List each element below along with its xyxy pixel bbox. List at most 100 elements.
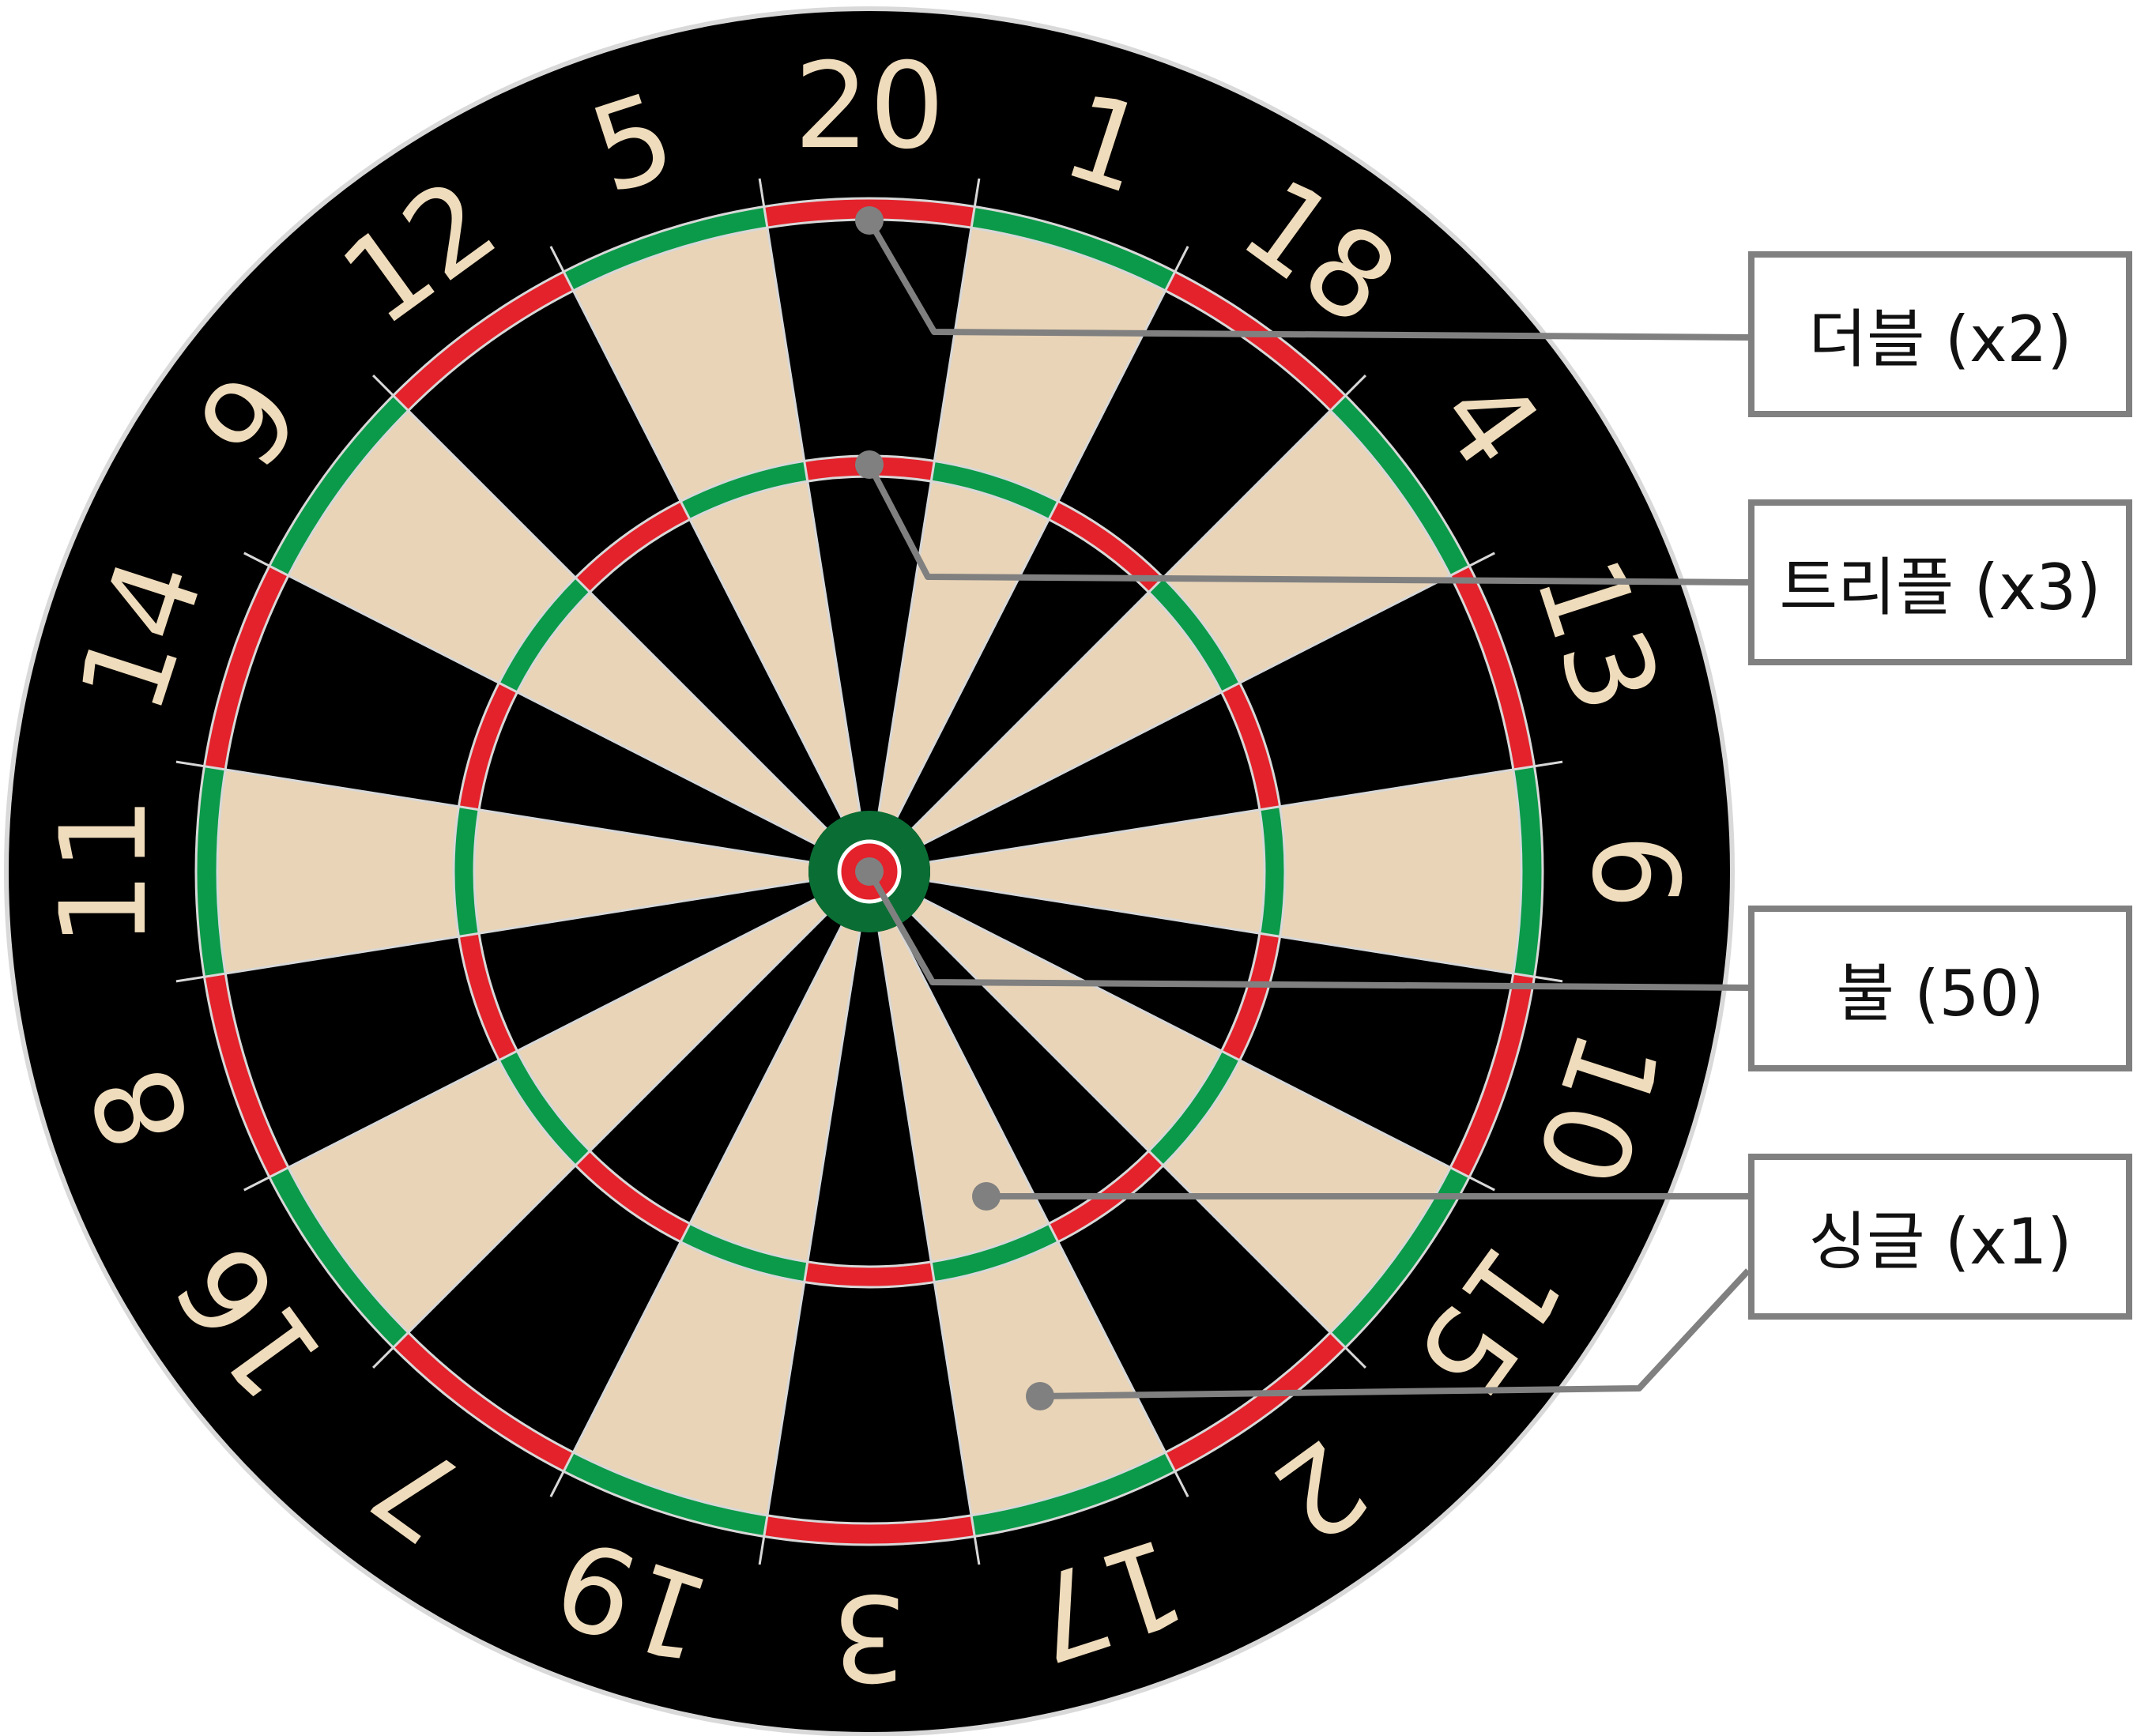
single-inner-5: [690, 481, 860, 818]
double-16: [269, 1167, 409, 1348]
number-6: 6: [1566, 834, 1703, 909]
bull-label: 불 (50): [1836, 957, 2045, 1030]
single-inner-3: [807, 932, 932, 1267]
double-9: [269, 395, 409, 576]
wire-8: [911, 913, 1366, 1369]
segment-wires: [175, 178, 1563, 1565]
single-inner-12: [590, 519, 842, 829]
single-inner-17: [879, 925, 1049, 1262]
double-8: [204, 973, 288, 1177]
single-inner-13: [923, 692, 1260, 862]
single-outer-2: [1057, 1165, 1331, 1453]
single-inner-16: [517, 898, 827, 1151]
triple-16: [499, 1051, 590, 1165]
single-inner-9: [517, 592, 827, 845]
single-outer-18: [1057, 290, 1331, 578]
single-outer-1: [934, 228, 1166, 502]
wire-16: [175, 760, 810, 864]
triple-1: [931, 461, 1058, 520]
single-outer-10: [1239, 936, 1513, 1168]
triple-12: [575, 501, 690, 593]
single-inner-6: [929, 809, 1264, 934]
triple-label-box: 트리플 (x3): [1748, 499, 2132, 665]
single-outer-12: [408, 290, 681, 578]
triple-13: [1221, 683, 1280, 810]
single-outer-20: [767, 220, 972, 461]
wire-17: [243, 552, 816, 845]
double-11: [196, 766, 226, 977]
wire-9: [895, 924, 1189, 1497]
single-inner-10: [923, 881, 1260, 1051]
triple-8: [458, 933, 518, 1060]
single-inner-18: [896, 519, 1149, 829]
single-outer-19: [573, 1241, 805, 1516]
double-2: [1165, 1332, 1346, 1472]
leader-lines: [866, 218, 1751, 1399]
triple-4: [1148, 578, 1240, 692]
single-inner-14: [479, 692, 816, 862]
triple-14: [458, 683, 518, 810]
double-6: [1513, 766, 1543, 977]
bull-dot: [855, 857, 884, 886]
double-1: [971, 206, 1175, 291]
wire-14: [243, 898, 816, 1192]
wire-11: [758, 931, 861, 1565]
single-outer-8: [225, 936, 499, 1168]
wire-7: [922, 898, 1495, 1192]
double-4: [1330, 395, 1470, 576]
wire-15: [175, 879, 810, 983]
triple-10: [1221, 933, 1280, 1060]
wire-3: [911, 375, 1366, 830]
triple-3: [804, 1261, 935, 1287]
triple-9: [499, 578, 590, 692]
double-12: [393, 271, 574, 411]
double-5: [563, 206, 767, 291]
single-inner-11: [474, 809, 809, 934]
wire-2: [895, 246, 1189, 819]
number-3: 3: [831, 1568, 906, 1705]
single-outer-13: [1239, 575, 1513, 807]
single-inner-8: [479, 881, 816, 1051]
single-outer-14: [225, 575, 499, 807]
wire-4: [922, 552, 1495, 845]
bull-leader-line: [866, 870, 1749, 991]
single-outer-6: [1280, 769, 1521, 974]
triple-7: [575, 1150, 690, 1242]
single-outer-7: [408, 1165, 681, 1453]
single-inner-20: [807, 476, 932, 812]
triple-18: [1049, 501, 1163, 593]
double-leader-line: [866, 218, 1749, 341]
single-dot-outer: [1026, 1382, 1054, 1410]
bull-label-box: 불 (50): [1748, 906, 2132, 1071]
triple-19: [680, 1223, 808, 1282]
single-outer-11: [217, 769, 459, 974]
number-20: 20: [794, 38, 945, 175]
single-label: 싱글 (x1): [1808, 1205, 2072, 1278]
triple-leader-line: [866, 463, 1749, 586]
double-dot: [855, 206, 884, 235]
wire-19: [549, 246, 843, 819]
wire-0: [758, 178, 861, 812]
triple-11: [454, 806, 480, 937]
ring-wire-3: [194, 197, 1544, 1546]
wire-13: [372, 913, 827, 1369]
double-19: [563, 1452, 767, 1537]
wire-1: [877, 178, 981, 812]
number-11: 11: [36, 796, 173, 947]
double-13: [1450, 566, 1535, 770]
double-14: [204, 566, 288, 770]
single-dot-inner: [972, 1182, 1001, 1211]
single-outer-16: [288, 1060, 576, 1333]
single-inner-4: [912, 592, 1222, 845]
triple-15: [1148, 1051, 1240, 1165]
single-inner-2: [896, 914, 1149, 1224]
single-outer-4: [1163, 410, 1451, 683]
double-10: [1450, 973, 1535, 1177]
double-17: [971, 1452, 1175, 1537]
wire-10: [877, 931, 981, 1565]
single-inner-7: [590, 914, 842, 1224]
single-inner-19: [690, 925, 860, 1262]
single-outer-17: [934, 1241, 1166, 1516]
scoring-segments: [196, 198, 1543, 1545]
single-outer-9: [288, 410, 576, 683]
